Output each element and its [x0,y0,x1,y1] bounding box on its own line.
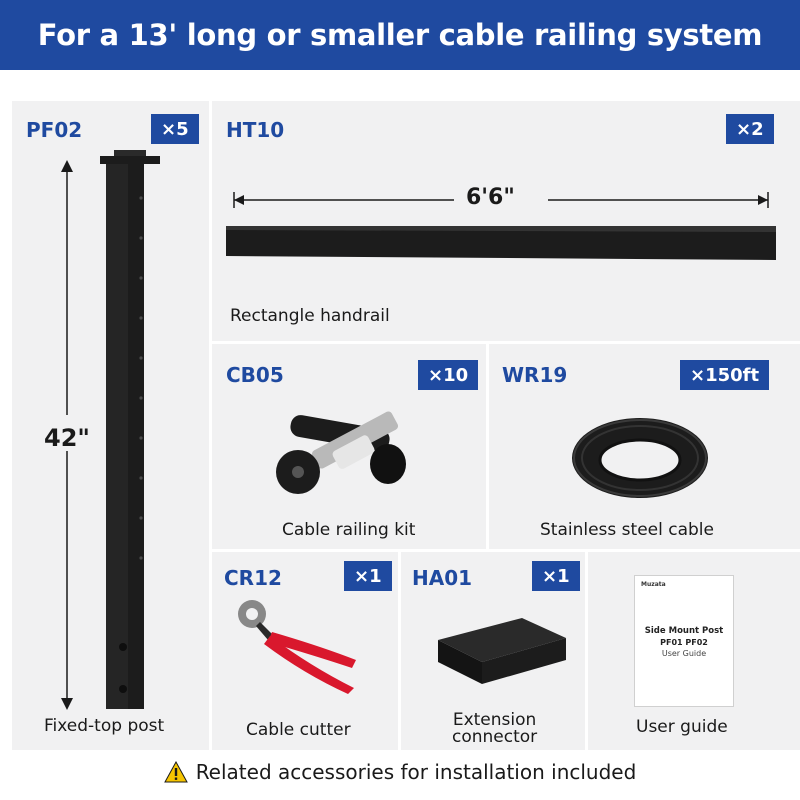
product-label: Cable cutter [246,720,351,740]
product-code: PF02 [26,118,83,142]
divider [209,101,212,750]
rectangle-handrail-image [226,190,776,260]
fixed-top-post-image [44,150,160,710]
product-label: Fixed-top post [44,716,165,736]
divider [585,549,588,750]
quantity-badge: ×1 [532,561,580,591]
product-label: Stainless steel cable [540,520,714,540]
page-title: For a 13' long or smaller cable railing … [37,18,763,52]
quantity-badge: ×2 [726,114,774,144]
divider [209,549,800,552]
footer-note: Related accessories for installation inc… [0,752,800,792]
quantity-badge: ×10 [418,360,479,390]
product-label: Extension connector [452,710,538,747]
brand-logo: Muzata [641,581,666,588]
divider [486,341,489,549]
cable-cutter-image [238,600,356,694]
product-label: User guide [636,717,728,737]
extension-connector-image [438,618,566,684]
user-guide-booklet-image: Muzata Side Mount Post PF01 PF02 User Gu… [634,575,734,707]
product-code: HA01 [412,566,473,590]
product-label: Cable railing kit [282,520,416,540]
footer-text: Related accessories for installation inc… [195,760,637,784]
product-code: WR19 [502,363,568,387]
divider [398,549,401,750]
cable-railing-kit-image [276,411,406,494]
product-code: HT10 [226,118,285,142]
product-code: CR12 [224,566,282,590]
post-height-dimension: 42" [44,424,90,452]
header-banner: For a 13' long or smaller cable railing … [0,0,800,70]
stainless-steel-cable-image [572,418,708,498]
quantity-badge: ×150ft [680,360,770,390]
product-code: CB05 [226,363,284,387]
handrail-length-dimension: 6'6" [466,185,515,210]
divider [209,341,800,344]
quantity-badge: ×1 [344,561,392,591]
quantity-badge: ×5 [151,114,199,144]
product-label: Rectangle handrail [230,306,390,326]
warning-icon [163,761,188,783]
